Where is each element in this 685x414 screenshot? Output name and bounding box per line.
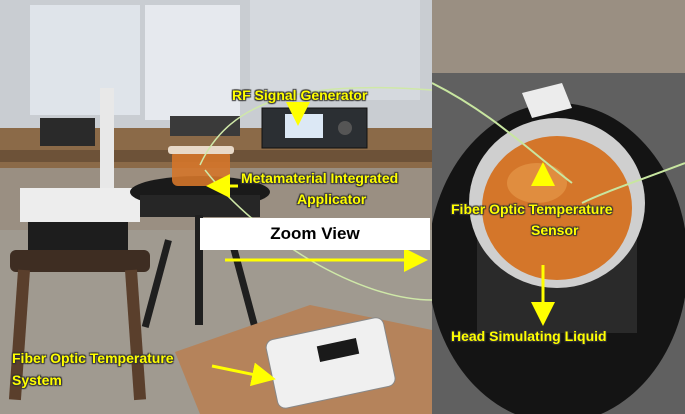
stand-platform [20,188,140,222]
lab-jack [28,222,128,252]
label-fiber-system-line1: Fiber Optic Temperature [12,350,174,366]
instrument [40,118,95,146]
rf-generator-knob [338,121,352,135]
zoom-view-label: Zoom View [270,224,360,243]
white-tab [522,83,572,118]
tripod-leg [195,215,203,325]
label-applicator-line2: Applicator [297,191,367,207]
stool-leg [125,269,147,401]
fiber-cable-zoom [432,82,573,184]
fiber-cable-zoom [581,162,685,204]
window-panel [250,0,420,100]
stand-pole [100,88,114,198]
label-applicator-line1: Metamaterial Integrated [241,170,399,186]
label-head-simulating-liquid: Head Simulating Liquid [451,328,607,344]
zoom-view-box: Zoom View [200,218,430,250]
stool-top [10,250,150,272]
arrow-fiber-system [211,362,276,387]
applicator-base [140,195,260,217]
zoom-scene-illustration [432,73,685,414]
beaker-rim [168,146,234,154]
window-panel [145,5,240,120]
fiber-cable [199,86,432,166]
stool-leg [8,269,30,401]
zoom-photo [432,73,685,414]
lab-scene-illustration [0,0,432,414]
lab-photo [0,0,432,414]
window-panel [30,5,140,115]
label-rf-signal-generator: RF Signal Generator [232,87,368,103]
fiber-system-display [316,338,360,362]
tripod-leg [141,239,172,328]
label-fiber-sensor-line2: Sensor [531,222,579,238]
label-fiber-system-line2: System [12,372,62,388]
label-fiber-sensor-line1: Fiber Optic Temperature [451,201,613,217]
